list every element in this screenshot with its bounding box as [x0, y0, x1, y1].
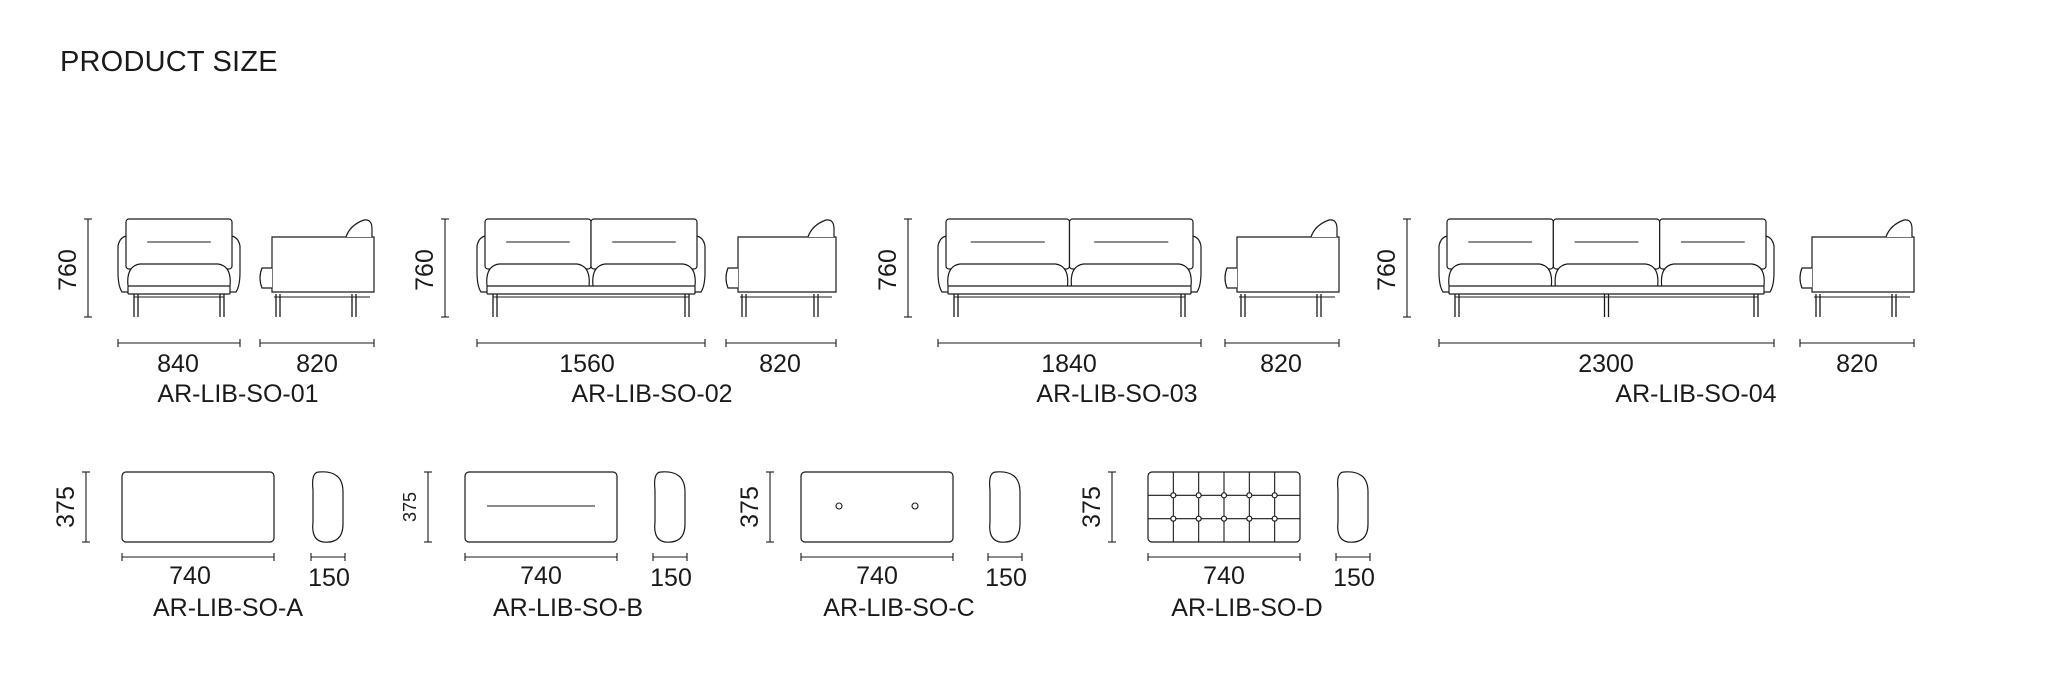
cushion-front [121, 471, 275, 543]
cushion-depth-label: 150 [985, 564, 1027, 592]
cushion-side [654, 471, 686, 543]
seat-cushion [127, 263, 231, 287]
cushion-height-label: 375 [52, 486, 80, 528]
side-body [737, 236, 837, 293]
depth-label: 820 [759, 350, 801, 378]
back-cushion [1446, 218, 1554, 270]
back-cushion [590, 218, 698, 270]
side-back-cushion [807, 219, 835, 238]
cushion-height-label: 375 [736, 486, 764, 528]
seat-cushion [1554, 263, 1659, 287]
product-code: AR-LIB-SO-B [493, 594, 643, 622]
cushion-width-label: 740 [520, 562, 562, 590]
quilt-button [1195, 515, 1202, 522]
quilt-button [1170, 492, 1177, 499]
back-cushion [1659, 218, 1767, 270]
cushion-width-label: 740 [169, 562, 211, 590]
product-code: AR-LIB-SO-01 [157, 380, 318, 408]
cushion-depth-label: 150 [1333, 564, 1375, 592]
side-back-cushion [1885, 219, 1913, 238]
width-label: 2300 [1578, 350, 1634, 378]
cushion-front [800, 471, 954, 543]
depth-label: 820 [1260, 350, 1302, 378]
seat-cushion [1448, 263, 1553, 287]
quilt-button [1271, 492, 1278, 499]
height-label: 760 [54, 249, 82, 291]
back-cushion [1068, 218, 1194, 270]
quilt-button [1220, 492, 1228, 499]
cushion-height-label: 375 [1078, 486, 1106, 528]
cushion-depth-label: 150 [308, 564, 350, 592]
seat-cushion [592, 263, 696, 287]
cushion-height-label: 375 [400, 492, 420, 522]
side-body [1236, 236, 1340, 293]
quilt-button [1246, 515, 1253, 522]
product-code: AR-LIB-SO-02 [571, 380, 732, 408]
seat-base [1448, 285, 1765, 295]
width-label: 1840 [1041, 350, 1097, 378]
back-cushion [484, 218, 592, 270]
product-code: AR-LIB-SO-D [1171, 594, 1322, 622]
width-label: 1560 [559, 350, 615, 378]
cushion-side [989, 471, 1021, 543]
height-label: 760 [874, 249, 902, 291]
side-seat-front [1799, 267, 1812, 289]
seat-cushion [1660, 263, 1765, 287]
back-cushion [945, 218, 1071, 270]
product-code: AR-LIB-SO-04 [1615, 380, 1776, 408]
seat-cushion [486, 263, 590, 287]
seat-cushion [947, 263, 1069, 287]
cushion-front [464, 471, 618, 543]
side-seat-front [725, 267, 738, 289]
side-seat-front [1224, 267, 1237, 289]
seat-base [486, 285, 696, 295]
page-title: PRODUCT SIZE [60, 46, 278, 78]
cushion-side [1337, 471, 1369, 543]
seat-base [127, 285, 231, 295]
quilt-button [1220, 515, 1228, 522]
width-label: 840 [157, 350, 199, 378]
side-back-cushion [1310, 219, 1338, 238]
cushion-depth-label: 150 [650, 564, 692, 592]
cushion-button [835, 502, 843, 510]
quilt-button [1271, 515, 1278, 522]
side-seat-front [259, 267, 272, 289]
depth-label: 820 [296, 350, 338, 378]
cushion-width-label: 740 [1203, 562, 1245, 590]
back-cushion [1552, 218, 1661, 270]
product-code: AR-LIB-SO-C [823, 594, 974, 622]
height-label: 760 [1373, 249, 1401, 291]
seat-base [947, 285, 1192, 295]
height-label: 760 [411, 249, 439, 291]
product-code: AR-LIB-SO-03 [1036, 380, 1197, 408]
cushion-width-label: 740 [856, 562, 898, 590]
cushion-side [312, 471, 344, 543]
seat-cushion [1070, 263, 1192, 287]
product-code: AR-LIB-SO-A [153, 594, 303, 622]
cushion-button [911, 502, 919, 510]
side-body [1811, 236, 1915, 293]
quilt-button [1195, 492, 1202, 499]
side-body [271, 236, 375, 293]
side-back-cushion [345, 219, 373, 238]
quilt-button [1170, 515, 1177, 522]
quilt-button [1246, 492, 1253, 499]
back-cushion [125, 218, 233, 270]
depth-label: 820 [1836, 350, 1878, 378]
